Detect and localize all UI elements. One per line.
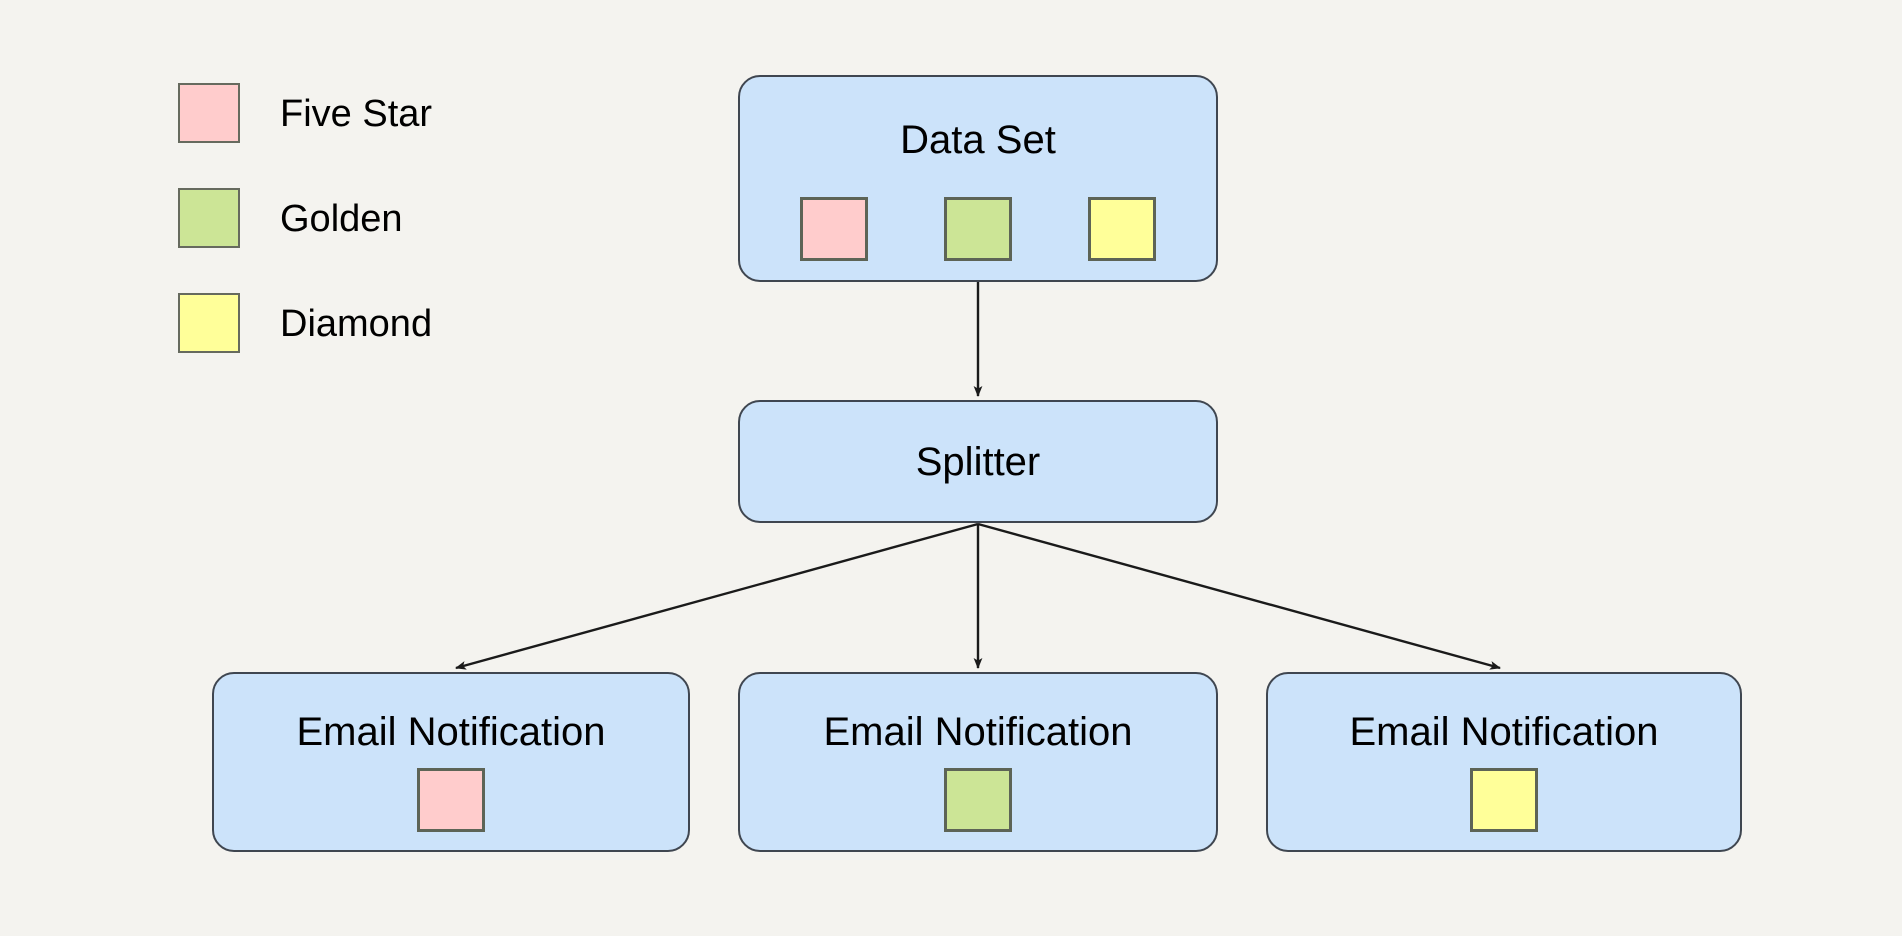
diamond-swatch-icon — [1470, 768, 1538, 832]
legend-label-diamond: Diamond — [280, 303, 433, 345]
legend-item-golden: Golden — [178, 188, 698, 250]
node-email-notification-five-star[interactable]: Email Notification — [212, 672, 690, 852]
node-splitter[interactable]: Splitter — [738, 400, 1218, 523]
legend-label-five-star: Five Star — [280, 93, 433, 135]
five-star-swatch-icon — [800, 197, 868, 261]
node-email-swatch-row — [1470, 768, 1538, 832]
golden-swatch-icon — [944, 197, 1012, 261]
legend-item-five-star: Five Star — [178, 83, 698, 145]
node-data-set-swatch-row — [740, 197, 1216, 261]
golden-swatch-icon — [178, 188, 240, 248]
edge-splitter-to-email-1 — [455, 522, 979, 670]
legend-item-diamond: Diamond — [178, 293, 698, 355]
five-star-swatch-icon — [178, 83, 240, 143]
legend-label-golden: Golden — [280, 198, 403, 240]
edge-splitter-to-email-3 — [977, 522, 1501, 670]
golden-swatch-icon — [944, 768, 1012, 832]
diamond-swatch-icon — [1088, 197, 1156, 261]
node-email-notification-title: Email Notification — [1349, 710, 1659, 754]
node-data-set-title: Data Set — [900, 118, 1056, 162]
node-email-swatch-row — [417, 768, 485, 832]
node-email-notification-title: Email Notification — [823, 710, 1133, 754]
five-star-swatch-icon — [417, 768, 485, 832]
node-email-notification-title: Email Notification — [296, 710, 606, 754]
legend: Five Star Golden Diamond — [178, 83, 698, 398]
node-email-notification-golden[interactable]: Email Notification — [738, 672, 1218, 852]
node-email-swatch-row — [944, 768, 1012, 832]
node-data-set[interactable]: Data Set — [738, 75, 1218, 282]
node-splitter-title: Splitter — [915, 439, 1041, 484]
node-email-notification-diamond[interactable]: Email Notification — [1266, 672, 1742, 852]
diamond-swatch-icon — [178, 293, 240, 353]
